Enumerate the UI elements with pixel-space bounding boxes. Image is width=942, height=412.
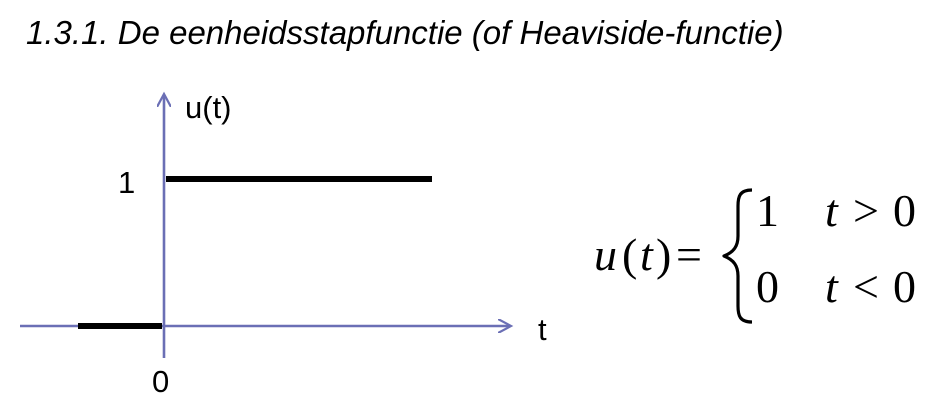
y-tick-label-1: 1	[118, 165, 135, 200]
case-2-condition-rhs: 0	[893, 261, 916, 312]
case-2-condition-var: t	[825, 261, 839, 312]
formula-equals: =	[676, 229, 702, 280]
y-axis-label: u(t)	[185, 90, 232, 125]
formula-lhs-open-paren: (	[622, 229, 637, 280]
slide-title: 1.3.1. De eenheidsstapfunctie (of Heavis…	[26, 14, 784, 51]
x-axis-label: t	[538, 312, 547, 347]
formula-lhs-close-paren: )	[656, 229, 671, 280]
case-1-value: 1	[756, 185, 779, 236]
origin-label: 0	[152, 364, 169, 399]
formula-lhs-func: u	[594, 229, 617, 280]
formula-curly-brace	[722, 188, 753, 324]
formula-lhs-var: t	[640, 229, 654, 280]
case-2-condition-op: <	[853, 261, 879, 312]
heaviside-formula: u ( t ) = 1 t > 0 0 t < 0	[594, 185, 916, 324]
case-1-condition-op: >	[853, 185, 879, 236]
case-1-condition-rhs: 0	[893, 185, 916, 236]
case-2-value: 0	[756, 261, 779, 312]
case-1-condition-var: t	[825, 185, 839, 236]
